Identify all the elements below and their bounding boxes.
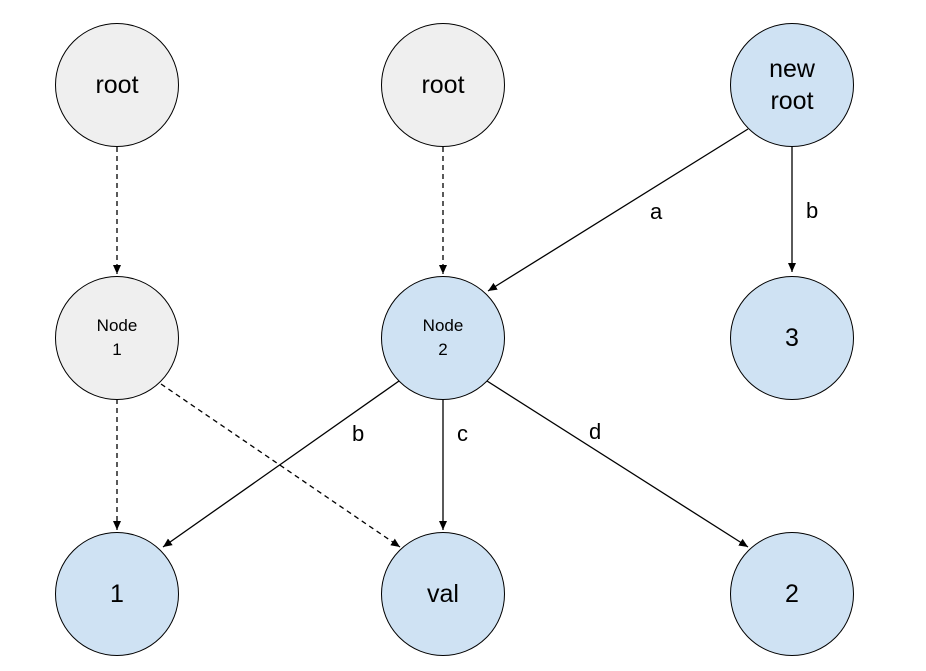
edge-label-b-left: b xyxy=(352,421,365,446)
node-two: 2 xyxy=(730,532,854,656)
edge-label-c: c xyxy=(457,421,468,446)
node-two-label: 2 xyxy=(785,580,799,608)
node-three: 3 xyxy=(730,276,854,400)
node-root-left-label: root xyxy=(95,71,139,99)
edge-label-d: d xyxy=(589,419,602,444)
edge-label-b-top: b xyxy=(806,198,819,223)
edge-node1-to-val xyxy=(160,383,401,548)
node-node2: Node 2 xyxy=(381,276,505,400)
node-new-root-label: new root xyxy=(769,55,815,115)
node-one-label: 1 xyxy=(110,580,124,608)
node-root-left: root xyxy=(55,23,179,147)
node-val-label: val xyxy=(427,580,459,608)
edge-label-a: a xyxy=(650,199,663,224)
node-root-mid-label: root xyxy=(421,71,465,99)
node-one: 1 xyxy=(55,532,179,656)
edge-newroot-to-node2 xyxy=(487,128,749,292)
edge-node2-to-one xyxy=(162,380,400,548)
node-new-root: new root xyxy=(730,23,854,147)
node-node1: Node 1 xyxy=(55,276,179,400)
node-node1-label: Node 1 xyxy=(96,316,138,359)
node-node2-label: Node 2 xyxy=(422,316,464,359)
node-three-label: 3 xyxy=(785,324,799,352)
node-val: val xyxy=(381,532,505,656)
node-root-mid: root xyxy=(381,23,505,147)
edge-node2-to-two xyxy=(486,380,749,548)
